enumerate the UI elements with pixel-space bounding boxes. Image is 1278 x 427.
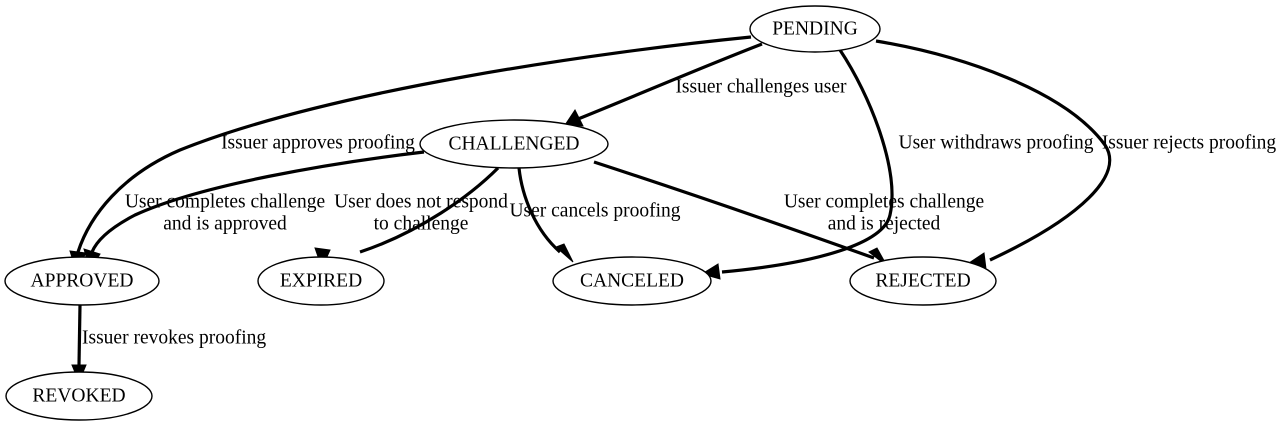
- edges-layer: [69, 35, 1112, 384]
- node-label-expired: EXPIRED: [280, 270, 362, 291]
- edge-label-challenged-approved-line2: and is approved: [163, 213, 287, 234]
- edge-path-challenged-approved: [90, 150, 425, 253]
- node-challenged[interactable]: CHALLENGED: [419, 119, 609, 169]
- node-pending[interactable]: PENDING: [749, 5, 881, 53]
- node-label-approved: APPROVED: [31, 270, 134, 291]
- node-label-rejected: REJECTED: [875, 270, 970, 291]
- edge-label-challenged-rejected: User completes challenge and is rejected: [784, 191, 984, 234]
- edge-label-challenged-rejected-line1: User completes challenge: [784, 191, 984, 212]
- edge-label-challenged-approved-line1: User completes challenge: [125, 191, 325, 212]
- node-rejected[interactable]: REJECTED: [849, 256, 997, 306]
- node-ellipse-pending: [749, 5, 881, 53]
- edge-label-pending-rejected: Issuer rejects proofing: [1102, 132, 1277, 153]
- edge-label-pending-challenged: Issuer challenges user: [675, 76, 847, 97]
- nodes-layer: PENDING CHALLENGED APPROVED EXPIRED CANC…: [4, 5, 997, 421]
- edge-pending-rejected[interactable]: [875, 39, 1112, 270]
- node-label-challenged: CHALLENGED: [448, 133, 579, 154]
- edge-path-pending-challenged: [577, 42, 763, 121]
- edge-label-challenged-canceled: User cancels proofing: [509, 200, 680, 221]
- node-label-canceled: CANCELED: [580, 270, 684, 291]
- node-ellipse-approved: [4, 256, 160, 306]
- edge-challenged-canceled[interactable]: [517, 167, 574, 263]
- edge-path-challenged-expired: [359, 166, 500, 254]
- edge-label-approved-revoked: Issuer revokes proofing: [82, 327, 266, 348]
- node-label-revoked: REVOKED: [32, 385, 125, 406]
- node-approved[interactable]: APPROVED: [4, 256, 160, 306]
- edge-path-challenged-canceled: [517, 167, 562, 254]
- edge-label-pending-canceled: User withdraws proofing: [899, 132, 1094, 153]
- edge-label-challenged-expired: User does not respond to challenge: [334, 191, 508, 234]
- node-ellipse-revoked: [5, 371, 153, 421]
- edge-path-pending-canceled: [721, 49, 894, 274]
- node-expired[interactable]: EXPIRED: [257, 256, 385, 306]
- edge-path-pending-approved: [76, 35, 752, 253]
- edge-path-pending-rejected: [875, 39, 1112, 262]
- edge-path-approved-revoked: [77, 304, 82, 366]
- edge-label-challenged-expired-line2: to challenge: [374, 213, 469, 234]
- edge-label-challenged-approved: User completes challenge and is approved: [125, 191, 325, 234]
- edge-path-challenged-rejected: [593, 160, 875, 260]
- node-ellipse-rejected: [849, 256, 997, 306]
- node-canceled[interactable]: CANCELED: [552, 256, 712, 306]
- node-ellipse-expired: [257, 256, 385, 306]
- edge-label-challenged-rejected-line2: and is rejected: [828, 213, 941, 234]
- edge-labels-layer: Issuer challenges user Issuer approves p…: [82, 76, 1276, 348]
- node-label-pending: PENDING: [772, 18, 858, 39]
- edge-label-challenged-expired-line1: User does not respond: [334, 191, 508, 212]
- arrowhead-canceled-from-challenged: [555, 243, 574, 263]
- edge-label-pending-approved: Issuer approves proofing: [221, 132, 415, 153]
- node-revoked[interactable]: REVOKED: [5, 371, 153, 421]
- node-ellipse-canceled: [552, 256, 712, 306]
- node-ellipse-challenged: [419, 119, 609, 169]
